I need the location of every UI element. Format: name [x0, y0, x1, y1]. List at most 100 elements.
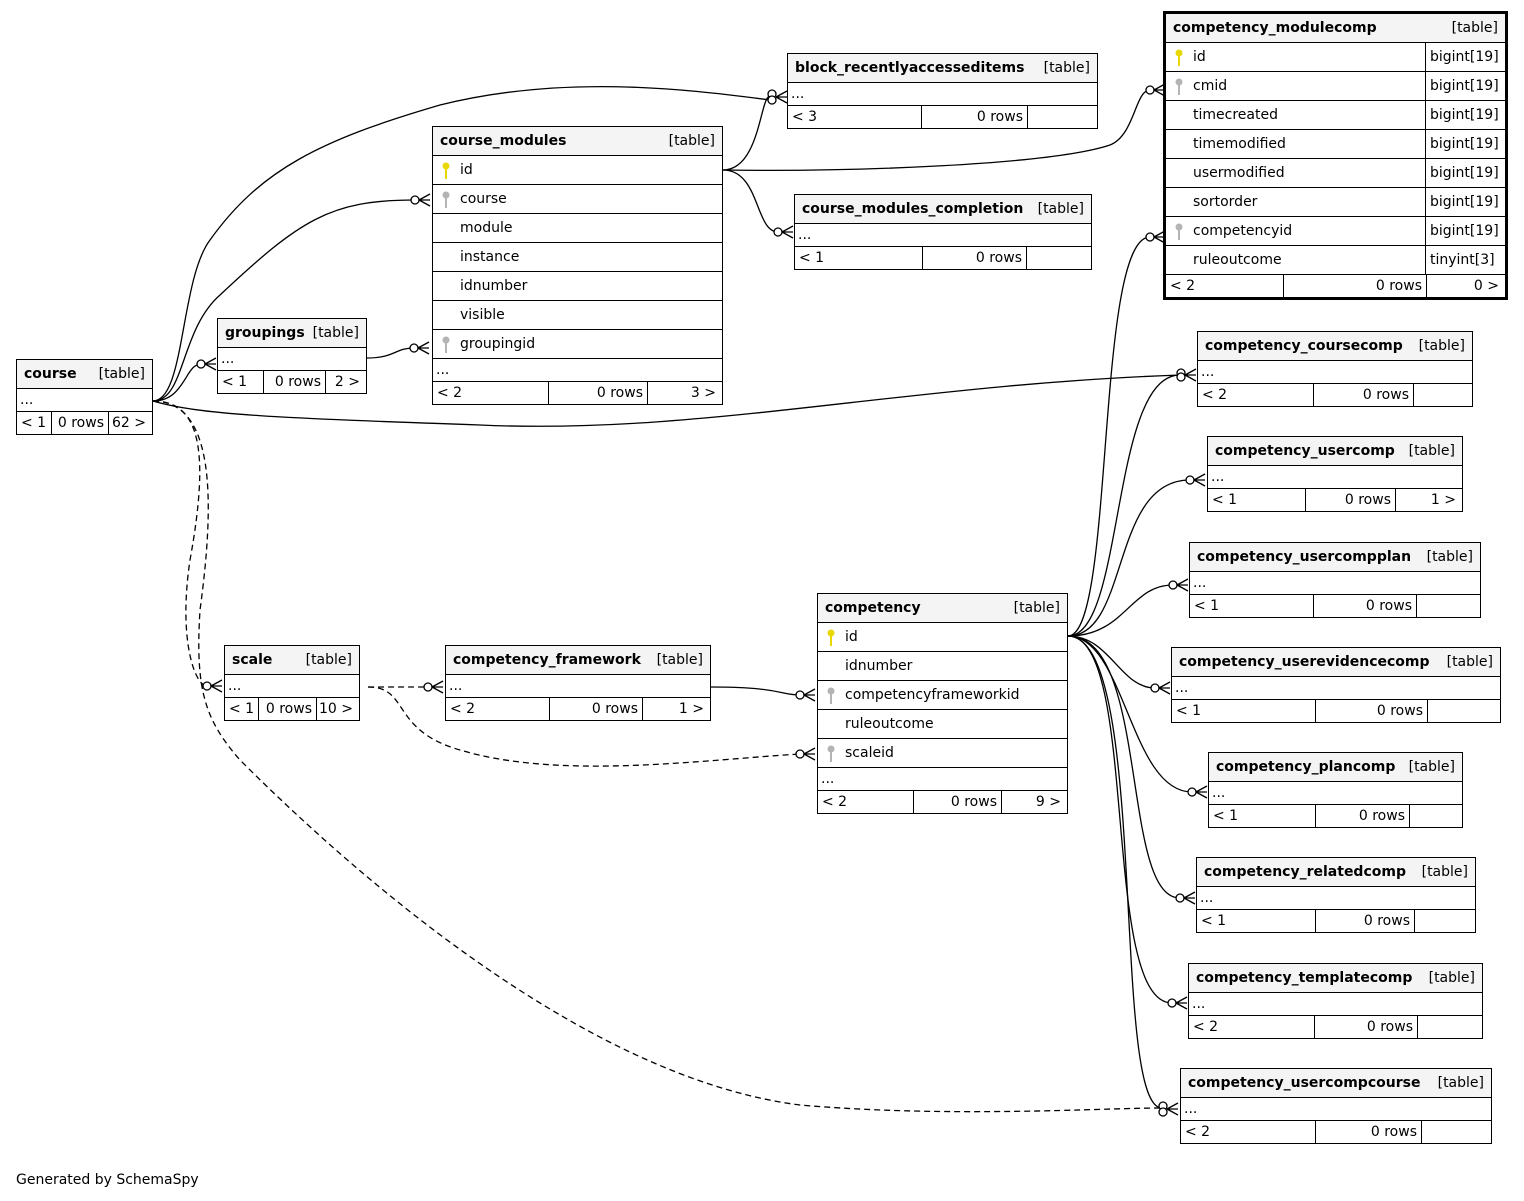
edge-competency-relatedcomp [1067, 635, 1181, 899]
table-name: competency_userevidencecomp [1179, 654, 1430, 670]
table-groupings[interactable]: groupings [table] ... < 1 0 rows 2 > [217, 318, 367, 394]
table-name: groupings [225, 325, 305, 341]
parents-count: < 2 [1166, 275, 1284, 297]
row-count: 0 rows [1315, 1016, 1418, 1038]
column-name: timemodified [1193, 136, 1286, 152]
table-stats: < 2 0 rows [1198, 384, 1472, 406]
edge-course-course-modules [152, 199, 416, 402]
table-type: [table] [1451, 20, 1498, 36]
table-stats: < 1 0 rows 2 > [218, 371, 366, 393]
column-row-groupingid[interactable]: groupingid [433, 330, 722, 359]
table-course-modules[interactable]: course_modules[table] id course module i… [432, 126, 723, 405]
children-count [1417, 595, 1480, 617]
table-name: course_modules_completion [802, 201, 1024, 217]
column-name: groupingid [460, 336, 536, 352]
table-type: [table] [1037, 201, 1084, 217]
table-type: [table] [1408, 443, 1455, 459]
columns-ellipsis: ... [1172, 677, 1500, 700]
children-count: 62 > [112, 415, 146, 431]
table-stats: < 2 0 rows [1181, 1121, 1491, 1143]
column-row-competencyframeworkid[interactable]: competencyframeworkid [818, 681, 1067, 710]
columns-ellipsis: ... [1190, 572, 1480, 595]
table-scale[interactable]: scale[table] ... < 1 0 rows 10 > [224, 645, 360, 721]
parents-count: < 3 [788, 106, 922, 128]
table-type: [table] [668, 133, 715, 149]
edge-competency-modulecomp [1067, 236, 1151, 637]
table-course[interactable]: course[table] ... < 1 0 rows 62 > [16, 359, 153, 435]
column-row-idnumber[interactable]: idnumber [818, 652, 1067, 681]
column-row-scaleid[interactable]: scaleid [818, 739, 1067, 768]
table-competency-templatecomp[interactable]: competency_templatecomp[table] ... < 2 0… [1188, 963, 1483, 1039]
column-type: bigint[19] [1425, 159, 1505, 187]
row-count: 0 rows [1314, 595, 1417, 617]
parents-count: < 1 [1208, 489, 1306, 511]
column-row-instance[interactable]: instance [433, 243, 722, 272]
column-type: bigint[19] [1425, 188, 1505, 216]
column-name: usermodified [1193, 165, 1285, 181]
column-row-course[interactable]: course [433, 185, 722, 214]
column-name: idnumber [845, 658, 913, 674]
column-row-id[interactable]: id [818, 623, 1067, 652]
children-count: 9 > [1035, 794, 1061, 810]
table-course-modules-completion[interactable]: course_modules_completion[table] ... < 1… [794, 194, 1092, 270]
row-count: 0 rows [1284, 275, 1427, 297]
table-competency-framework[interactable]: competency_framework[table] ... < 2 0 ro… [445, 645, 711, 721]
table-competency-usercomp[interactable]: competency_usercomp[table] ... < 1 0 row… [1207, 436, 1463, 512]
foreign-key-icon [1175, 223, 1183, 240]
row-count: 0 rows [264, 371, 326, 393]
table-name: competency_plancomp [1216, 759, 1396, 775]
columns-ellipsis: ... [446, 675, 710, 698]
table-type: [table] [312, 325, 359, 341]
columns-ellipsis: ... [1208, 466, 1462, 489]
column-name: scaleid [845, 745, 894, 761]
row-count: 0 rows [914, 791, 1002, 813]
column-row-module[interactable]: module [433, 214, 722, 243]
table-competency-userevidencecomp[interactable]: competency_userevidencecomp[table] ... <… [1171, 647, 1501, 723]
edge-competency-usercompcourse [1067, 635, 1163, 1109]
table-competency-usercompplan[interactable]: competency_usercompplan[table] ... < 1 0… [1189, 542, 1481, 618]
column-name: instance [460, 249, 520, 265]
row-count: 0 rows [259, 698, 317, 720]
table-stats: < 1 0 rows [1197, 910, 1475, 932]
table-competency-usercompcourse[interactable]: competency_usercompcourse[table] ... < 2… [1180, 1068, 1492, 1144]
parents-count: < 1 [1209, 805, 1316, 827]
edge-scale-competency [367, 686, 801, 767]
column-row-usermodified[interactable]: usermodified bigint[19] [1166, 159, 1505, 188]
primary-key-icon [827, 629, 835, 646]
row-count: 0 rows [1316, 700, 1428, 722]
foreign-key-icon [1175, 78, 1183, 95]
table-name: competency_framework [453, 652, 641, 668]
row-count: 0 rows [922, 106, 1028, 128]
table-competency-plancomp[interactable]: competency_plancomp[table] ... < 1 0 row… [1208, 752, 1463, 828]
column-row-visible[interactable]: visible [433, 301, 722, 330]
column-row-ruleoutcome[interactable]: ruleoutcome [818, 710, 1067, 739]
column-row-idnumber[interactable]: idnumber [433, 272, 722, 301]
generated-by-footer: Generated by SchemaSpy [16, 1172, 199, 1188]
table-name: course [24, 366, 77, 382]
table-competency-relatedcomp[interactable]: competency_relatedcomp[table] ... < 1 0 … [1196, 857, 1476, 933]
table-type: [table] [656, 652, 703, 668]
table-stats: < 1 0 rows 1 > [1208, 489, 1462, 511]
table-competency-coursecomp[interactable]: competency_coursecomp[table] ... < 2 0 r… [1197, 331, 1473, 407]
column-row-id[interactable]: id [433, 156, 722, 185]
parents-count: < 2 [1189, 1016, 1315, 1038]
column-name: competencyid [1193, 223, 1293, 239]
table-competency[interactable]: competency[table] id idnumber competency… [817, 593, 1068, 814]
edge-competency-usercompplan [1067, 584, 1174, 637]
children-count: 3 > [690, 385, 716, 401]
primary-key-icon [442, 162, 450, 179]
table-name: competency_templatecomp [1196, 970, 1413, 986]
column-name: id [460, 162, 473, 178]
columns-ellipsis: ... [218, 348, 366, 371]
table-block-recentlyaccesseditems[interactable]: block_recentlyaccesseditems[table] ... <… [787, 53, 1098, 129]
table-stats: < 1 0 rows [1172, 700, 1500, 722]
row-count: 0 rows [1316, 1121, 1422, 1143]
